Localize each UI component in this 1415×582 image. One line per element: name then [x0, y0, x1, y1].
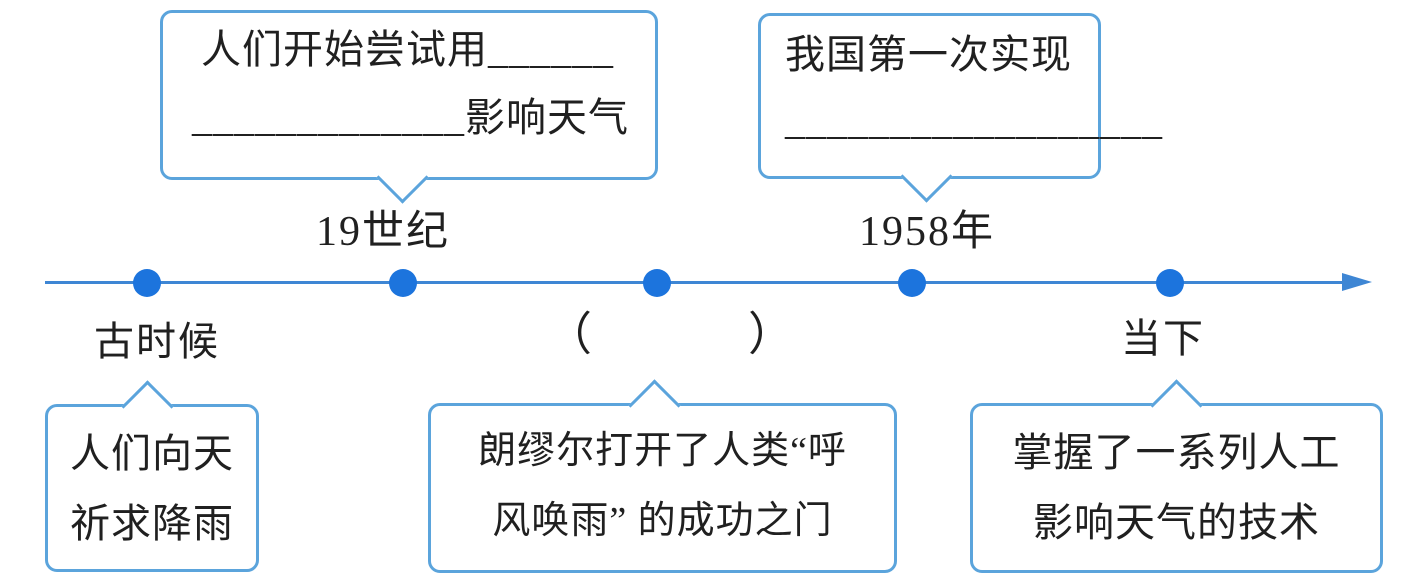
- blank-paren-close: ）: [748, 309, 794, 360]
- timeline-arrowhead-icon: [1342, 273, 1372, 291]
- callout-tail-icon: [121, 380, 174, 433]
- blank-paren-open: （: [546, 309, 592, 360]
- callout-text-line: __________________: [785, 98, 1163, 143]
- callout-text-line: 掌握了一系列人工: [1012, 430, 1341, 475]
- label-19th-century: 19世纪: [315, 209, 451, 255]
- label-ancient-times: 古时候: [94, 319, 220, 364]
- callout-tail-icon: [376, 151, 429, 204]
- timeline-dot-19th-century: [389, 269, 417, 297]
- callout-text-line: 朗缪尔打开了人类“呼: [478, 430, 847, 472]
- callout-tail-icon: [1150, 379, 1203, 432]
- timeline-dot-langmuir: [643, 269, 671, 297]
- callout-text-line: 祈求降雨: [70, 501, 234, 546]
- callout-mastered-techniques: 掌握了一系列人工 影响天气的技术: [970, 379, 1383, 573]
- callout-attempt-influence-weather: 人们开始尝试用______ _____________影响天气: [160, 10, 658, 204]
- timeline-axis: [45, 281, 1347, 284]
- callout-text-line: 风唤雨” 的成功之门: [492, 500, 833, 542]
- label-now: 当下: [1121, 316, 1205, 361]
- callout-text-line: 我国第一次实现: [785, 32, 1072, 77]
- timeline-dot-ancient: [133, 269, 161, 297]
- label-1958: 1958年: [858, 209, 996, 255]
- callout-text-line: _____________影响天气: [192, 95, 629, 140]
- callout-tail-icon: [628, 379, 681, 432]
- callout-pray-for-rain: 人们向天 祈求降雨: [45, 380, 259, 572]
- callout-text-line: 人们向天: [70, 431, 234, 476]
- timeline-dot-1958: [898, 269, 926, 297]
- callout-china-first-realized: 我国第一次实现 __________________: [758, 13, 1162, 203]
- callout-text-line: 人们开始尝试用______: [201, 27, 614, 72]
- callout-tail-icon: [900, 150, 953, 203]
- callout-langmuir-success: 朗缪尔打开了人类“呼 风唤雨” 的成功之门: [428, 379, 897, 573]
- callout-text-line: 影响天气的技术: [1033, 500, 1320, 545]
- timeline-dot-now: [1156, 269, 1184, 297]
